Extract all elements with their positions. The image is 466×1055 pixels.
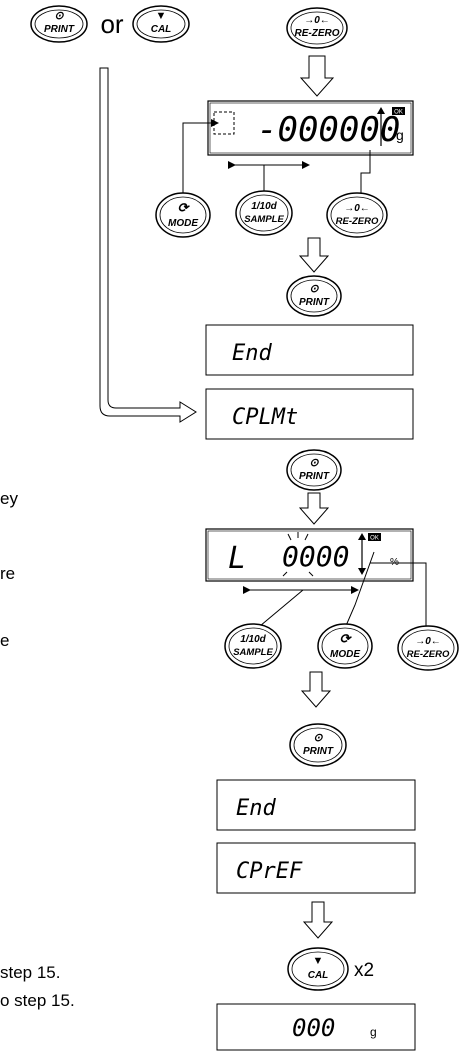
- mode-label: MODE: [168, 218, 198, 229]
- flow-arrow: [298, 237, 330, 273]
- display-percent: L 0000 OK %: [205, 528, 414, 582]
- display2-prefix: L: [228, 541, 246, 576]
- mode-button-2[interactable]: ⟳ MODE: [317, 623, 373, 669]
- left-text-ey: ey: [0, 489, 18, 508]
- sample-label: SAMPLE: [244, 214, 284, 225]
- flow-arrow: [299, 55, 335, 97]
- flow-arrow: [300, 671, 332, 708]
- display-final-digits: 000: [292, 1014, 335, 1042]
- print-button-4[interactable]: ⊙ PRINT: [289, 723, 347, 767]
- cal-button-bottom[interactable]: ▼ CAL: [287, 947, 349, 991]
- indicator-lines: [182, 119, 371, 195]
- mode-icon: ⟳: [178, 200, 191, 215]
- cal-icon: ▼: [313, 955, 324, 967]
- rezero-label: RE-ZERO: [336, 216, 379, 227]
- rezero-label: RE-ZERO: [295, 28, 340, 39]
- sample-label: SAMPLE: [233, 647, 273, 658]
- display-weight: -000000 OK g: [207, 100, 414, 156]
- display-cplmt-text: CPLMt: [232, 405, 298, 430]
- display-end-2: End: [216, 779, 416, 831]
- print-label: PRINT: [299, 297, 330, 308]
- display1-digits: -000000: [257, 110, 400, 150]
- flow-arrow: [298, 492, 330, 525]
- display-cpref: CPrEF: [216, 842, 416, 894]
- print-label: PRINT: [44, 24, 75, 35]
- display-end-text: End: [232, 341, 272, 366]
- unit-indicator: g: [370, 1025, 377, 1039]
- rezero-icon: →0←: [344, 203, 370, 214]
- print-label: PRINT: [299, 471, 330, 482]
- print-icon: ⊙: [313, 732, 323, 744]
- cal-multiplier: x2: [354, 960, 374, 981]
- display-cpref-text: CPrEF: [236, 859, 303, 884]
- ok-indicator: OK: [370, 536, 379, 542]
- rezero-button-2[interactable]: →0← RE-ZERO: [397, 625, 459, 671]
- or-label: or: [100, 9, 123, 39]
- cal-label: CAL: [151, 24, 172, 35]
- indicator-lines-2: [243, 551, 427, 629]
- cal-icon: ▼: [156, 10, 167, 22]
- cal-button-top[interactable]: ▼ CAL: [132, 5, 190, 43]
- print-icon: ⊙: [54, 10, 64, 22]
- mode-button-1[interactable]: ⟳ MODE: [155, 192, 211, 238]
- rezero-button-1[interactable]: →0← RE-ZERO: [326, 192, 388, 238]
- print-icon: ⊙: [309, 283, 319, 295]
- print-label: PRINT: [303, 746, 334, 757]
- print-button-2[interactable]: ⊙ PRINT: [286, 275, 342, 317]
- rezero-button-top[interactable]: →0← RE-ZERO: [286, 7, 348, 49]
- flow-arrow-long: [99, 67, 197, 423]
- mode-icon: ⟳: [340, 631, 353, 646]
- rezero-icon: →0←: [415, 636, 441, 647]
- left-text-re: re: [0, 564, 15, 583]
- mode-label: MODE: [330, 649, 360, 660]
- display-cplmt: CPLMt: [205, 388, 414, 440]
- unit-indicator: g: [396, 127, 404, 143]
- ok-indicator: OK: [394, 110, 403, 116]
- print-button-top[interactable]: ⊙ PRINT: [30, 5, 88, 43]
- cal-label: CAL: [308, 970, 329, 981]
- left-text-step1: step 15.: [0, 963, 61, 982]
- sample-button-1[interactable]: 1/10d SAMPLE: [235, 190, 293, 236]
- sample-top-label: 1/10d: [240, 634, 266, 645]
- left-text-e: e: [0, 631, 9, 650]
- rezero-label: RE-ZERO: [407, 649, 450, 660]
- rezero-icon: →0←: [304, 15, 330, 26]
- print-icon: ⊙: [309, 457, 319, 469]
- sample-top-label: 1/10d: [251, 201, 277, 212]
- display-final: 000 g: [216, 1003, 416, 1051]
- left-text-step2: o step 15.: [0, 991, 75, 1010]
- display2-digits: 0000: [282, 540, 349, 573]
- sample-button-2[interactable]: 1/10d SAMPLE: [224, 623, 282, 669]
- print-button-3[interactable]: ⊙ PRINT: [286, 449, 342, 491]
- flow-arrow: [302, 901, 334, 939]
- display-end-text: End: [236, 796, 276, 821]
- display-end-1: End: [205, 324, 414, 376]
